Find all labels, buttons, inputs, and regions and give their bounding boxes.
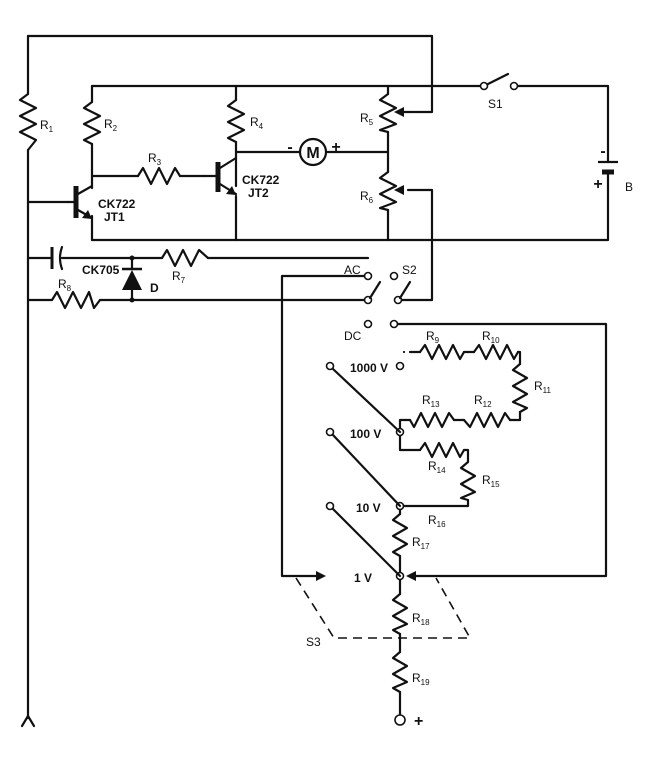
jt1-name-label: JT1 (104, 210, 125, 224)
resistor-r10 (472, 343, 520, 361)
battery-minus: - (600, 143, 605, 160)
r8-label: R (58, 277, 67, 291)
r16-label: R (428, 513, 437, 527)
range-1v-label: 1 V (354, 571, 372, 585)
resistor-r8 (50, 290, 102, 310)
resistor-r15 (459, 460, 477, 502)
switch-s3 (295, 361, 472, 639)
transistor-jt2 (203, 156, 238, 196)
svg-text:R5: R5 (360, 111, 374, 127)
svg-text:R16: R16 (428, 513, 446, 529)
diode-d (122, 255, 142, 303)
diode-type-label: CK705 (82, 263, 120, 277)
switch-s1 (479, 72, 519, 91)
mode-ac-label: AC (344, 263, 361, 277)
r3-label: R (148, 151, 157, 165)
svg-text:R12: R12 (474, 393, 492, 409)
svg-text:R6: R6 (360, 189, 374, 205)
r12-label: R (474, 393, 483, 407)
svg-text:R17: R17 (412, 535, 430, 551)
svg-text:R1: R1 (40, 118, 54, 134)
diode-name-label: D (150, 281, 159, 295)
battery-name-label: B (625, 180, 633, 194)
resistor-r7 (160, 248, 210, 268)
resistor-r6 (378, 170, 398, 212)
svg-text:R19: R19 (412, 671, 430, 687)
resistor-r13 (408, 411, 456, 429)
resistor-r17 (391, 512, 409, 558)
probe-plus-terminal (394, 714, 406, 726)
resistor-r19 (391, 650, 409, 694)
svg-text:R9: R9 (426, 329, 440, 345)
svg-text:R8: R8 (58, 277, 72, 293)
switch-s2 (363, 271, 412, 329)
mode-dc-label: DC (344, 329, 362, 343)
resistor-r1 (18, 92, 38, 152)
s2-label: S2 (402, 263, 417, 277)
svg-text:R14: R14 (428, 459, 446, 475)
r9-label: R (426, 329, 435, 343)
resistor-r3 (136, 166, 182, 186)
s1-label: S1 (488, 97, 503, 111)
component-labels: R1 R2 R3 R4 R5 R6 R7 R8 R9 R10 R11 R12 R… (40, 97, 633, 730)
r7-label: R (172, 269, 181, 283)
r14-label: R (428, 459, 437, 473)
probe-plus-label: + (414, 713, 423, 730)
r4-label: R (250, 115, 259, 129)
meter-m (298, 137, 328, 167)
resistor-r5 (378, 92, 398, 134)
svg-text:R4: R4 (250, 115, 264, 131)
svg-text:R3: R3 (148, 151, 162, 167)
resistors (18, 92, 529, 694)
resistor-r18 (391, 592, 409, 636)
range-100v-label: 100 V (350, 427, 381, 441)
range-1000v-label: 1000 V (350, 361, 388, 375)
r19-label: R (412, 671, 421, 685)
r6-label: R (360, 189, 369, 203)
resistor-r14 (418, 441, 466, 459)
jt2-name-label: JT2 (248, 186, 269, 200)
svg-text:R2: R2 (104, 117, 118, 133)
meter-minus: - (287, 139, 292, 156)
svg-text:R18: R18 (412, 611, 430, 627)
r15-label: R (482, 473, 491, 487)
r11-label: R (534, 379, 543, 393)
meter-plus: + (331, 139, 340, 156)
jt2-type-label: CK722 (242, 173, 280, 187)
r5-label: R (360, 111, 369, 125)
battery-b (598, 148, 618, 192)
svg-text:R15: R15 (482, 473, 500, 489)
resistor-r9 (418, 343, 466, 361)
probe-common-terminal (20, 714, 36, 728)
r13-label: R (422, 393, 431, 407)
r17-label: R (412, 535, 421, 549)
resistor-r11 (511, 362, 529, 414)
svg-text:R7: R7 (172, 269, 186, 285)
capacitor (50, 245, 64, 271)
r2-label: R (104, 117, 113, 131)
svg-text:R13: R13 (422, 393, 440, 409)
battery-plus: + (593, 176, 602, 193)
jt1-type-label: CK722 (98, 197, 136, 211)
svg-text:R10: R10 (482, 329, 500, 345)
range-10v-label: 10 V (356, 501, 381, 515)
wiring (26, 34, 610, 720)
r10-label: R (482, 329, 491, 343)
transistor-jt1 (66, 184, 94, 220)
r1-label: R (40, 118, 49, 132)
s3-label: S3 (306, 635, 321, 649)
resistor-r2 (82, 100, 102, 146)
resistor-r12 (462, 411, 512, 429)
r18-label: R (412, 611, 421, 625)
meter-symbol: M (306, 145, 319, 162)
resistor-r4 (226, 98, 246, 144)
svg-text:R11: R11 (534, 379, 552, 395)
